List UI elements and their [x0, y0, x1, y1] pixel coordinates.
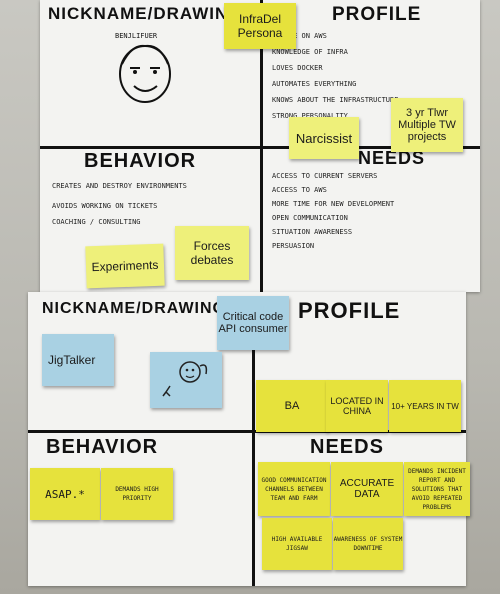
sticky-ba: BA — [256, 380, 328, 432]
sticky-awareness-downtime: AWARENESS OF SYSTEM DOWNTIME — [333, 518, 403, 570]
needs-item: MORE TIME FOR NEW DEVELOPMENT — [272, 200, 395, 208]
sticky-good-communication: GOOD COMMUNICATION CHANNELS BETWEEN TEAM… — [258, 462, 330, 516]
sticky-narcissist: Narcissist — [289, 117, 359, 159]
top-behavior-heading: BEHAVIOR — [84, 150, 197, 172]
sticky-high-available: HIGH AVAILABLE JIGSAW — [262, 518, 332, 570]
needs-item: SITUATION AWARENESS — [272, 228, 353, 236]
sticky-located-china: LOCATED IN CHINA — [326, 380, 388, 432]
needs-item: OPEN COMMUNICATION — [272, 214, 348, 222]
bottom-needs-heading: NEEDS — [310, 436, 384, 458]
sticky-forces-debates: Forces debates — [175, 226, 249, 280]
top-horizontal-divider — [40, 146, 480, 149]
sticky-asap: ASAP.* — [30, 468, 100, 520]
needs-item: ACCESS TO AWS — [272, 186, 327, 194]
behavior-item: CREATES AND DESTROY ENVIRONMENTS — [52, 182, 187, 190]
top-nickname-heading: NICKNAME/DRAWING — [48, 4, 243, 23]
sticky-persona: InfraDel Persona — [224, 3, 296, 49]
bottom-behavior-heading: BEHAVIOR — [46, 436, 159, 458]
behavior-item: COACHING / CONSULTING — [52, 218, 141, 226]
sticky-years-tw: 10+ YEARS IN TW — [389, 380, 461, 432]
bottom-vertical-divider — [252, 328, 255, 586]
top-needs-heading: NEEDS — [358, 148, 426, 168]
profile-item: LOVES DOCKER — [272, 64, 323, 72]
bottom-profile-heading: PROFILE — [298, 298, 401, 323]
needs-item: PERSUASION — [272, 242, 315, 250]
profile-item: KNOWLEDGE OF INFRA — [272, 48, 348, 56]
profile-item: KNOWS ABOUT THE INFRASTRUCTURE — [272, 96, 399, 104]
sticky-jigtalker: JigTalker — [42, 334, 114, 386]
sticky-3-years: 3 yr Tlwr Multiple TW projects — [391, 98, 463, 152]
drawing-caption: BENJLIFUER — [115, 32, 158, 40]
sticky-critical-consumer: Critical code API consumer — [217, 296, 289, 350]
bottom-horizontal-divider — [28, 430, 466, 433]
persona-face-drawing — [119, 44, 171, 103]
needs-item: ACCESS TO CURRENT SERVERS — [272, 172, 378, 180]
profile-item: STRONG PERSONALITY — [272, 112, 348, 120]
sticky-demands-priority: DEMANDS HIGH PRIORITY — [101, 468, 173, 520]
sticky-experiments: Experiments — [85, 243, 165, 289]
profile-item: AUTOMATES EVERYTHING — [272, 80, 357, 88]
profile-item: ERTISE ON AWS — [272, 32, 327, 40]
sticky-doodle — [150, 352, 222, 408]
stick-figure-drawing — [162, 361, 208, 397]
sticky-accurate-data: ACCURATE DATA — [331, 462, 403, 516]
bottom-nickname-heading: NICKNAME/DRAWING — [42, 300, 226, 317]
top-profile-heading: PROFILE — [332, 4, 422, 25]
behavior-item: AVOIDS WORKING ON TICKETS — [52, 202, 158, 210]
sticky-incident-report: DEMANDS INCIDENT REPORT AND SOLUTIONS TH… — [404, 462, 470, 516]
